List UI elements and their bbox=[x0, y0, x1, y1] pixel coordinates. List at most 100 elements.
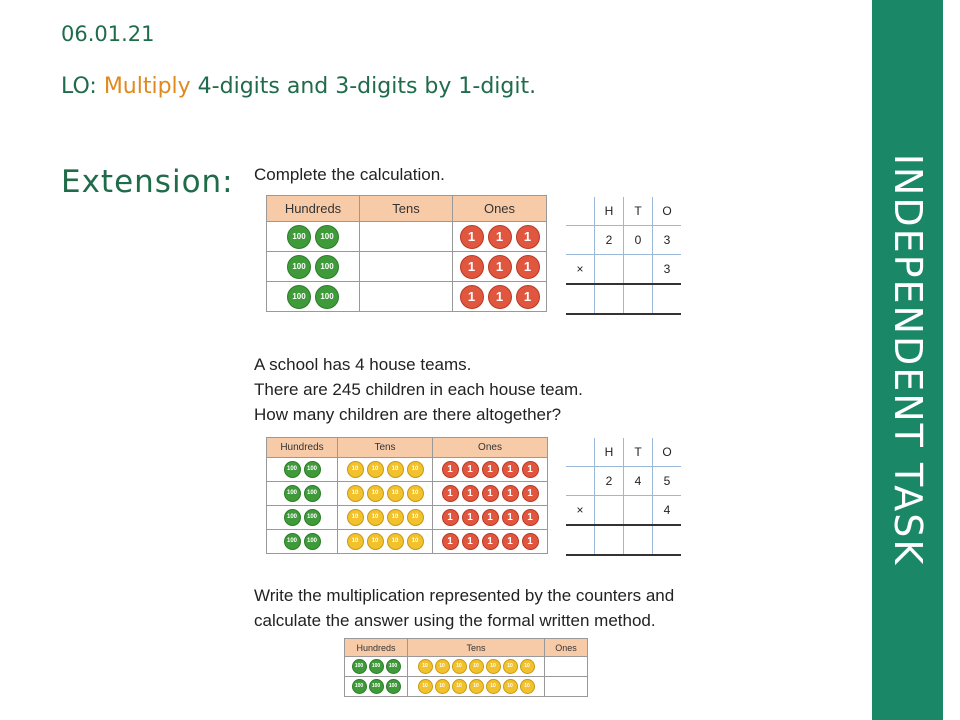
grid-cell bbox=[566, 466, 595, 496]
ones-counter: 1 bbox=[459, 224, 484, 249]
hundreds-counter: 100 bbox=[303, 532, 321, 550]
grid-header-h: H bbox=[594, 438, 624, 467]
q3-header-tens: Tens bbox=[407, 638, 545, 657]
ones-counter: 1 bbox=[501, 460, 519, 478]
grid-answer-cell[interactable] bbox=[594, 524, 624, 556]
grid-answer-cell[interactable] bbox=[623, 524, 653, 556]
ones-counter: 1 bbox=[459, 284, 484, 309]
tens-counter: 10 bbox=[366, 460, 384, 478]
lesson-date: 06.01.21 bbox=[61, 22, 155, 46]
hundreds-counter: 100 bbox=[385, 658, 401, 674]
grid-answer-cell[interactable] bbox=[566, 524, 595, 556]
grid-header-h: H bbox=[594, 197, 624, 226]
hundreds-counter: 100 bbox=[351, 658, 367, 674]
hundreds-counter: 100 bbox=[315, 284, 339, 309]
hundreds-counter: 100 bbox=[287, 284, 311, 309]
place-value-cell bbox=[544, 676, 588, 697]
q1-instruction: Complete the calculation. bbox=[254, 165, 445, 184]
ones-counter: 1 bbox=[487, 254, 512, 279]
grid-answer-cell[interactable] bbox=[623, 283, 653, 315]
tens-counter: 10 bbox=[366, 532, 384, 550]
grid-cell bbox=[623, 495, 653, 526]
hundreds-counter: 100 bbox=[368, 678, 384, 694]
place-value-cell bbox=[544, 656, 588, 677]
grid-cell bbox=[566, 197, 595, 226]
ones-counter: 1 bbox=[481, 460, 499, 478]
hundreds-counter: 100 bbox=[385, 678, 401, 694]
ones-counter: 1 bbox=[521, 532, 539, 550]
grid-header-o: O bbox=[652, 438, 681, 467]
tens-counter: 10 bbox=[485, 658, 501, 674]
grid-answer-cell[interactable] bbox=[566, 283, 595, 315]
tens-counter: 10 bbox=[406, 484, 424, 502]
place-value-cell bbox=[359, 221, 453, 252]
place-value-cell bbox=[359, 281, 453, 312]
tens-counter: 10 bbox=[386, 460, 404, 478]
tens-counter: 10 bbox=[417, 678, 433, 694]
q3-header-hundreds: Hundreds bbox=[344, 638, 408, 657]
hundreds-counter: 100 bbox=[368, 658, 384, 674]
tens-counter: 10 bbox=[406, 460, 424, 478]
ones-counter: 1 bbox=[461, 532, 479, 550]
sidebar-title: INDEPENDENT TASK bbox=[885, 153, 930, 567]
grid-digit: 3 bbox=[652, 225, 681, 255]
tens-counter: 10 bbox=[519, 658, 535, 674]
tens-counter: 10 bbox=[434, 678, 450, 694]
grid-digit: 2 bbox=[594, 225, 624, 255]
q1-written-method-grid: H T O 2 0 3 × 3 bbox=[566, 197, 681, 315]
grid-digit: 2 bbox=[594, 466, 624, 496]
q1-header-tens: Tens bbox=[359, 195, 453, 222]
tens-counter: 10 bbox=[485, 678, 501, 694]
q2-header-hundreds: Hundreds bbox=[266, 437, 338, 458]
hundreds-counter: 100 bbox=[283, 508, 301, 526]
grid-answer-cell[interactable] bbox=[594, 283, 624, 315]
lo-rest: 4-digits and 3-digits by 1-digit. bbox=[190, 74, 537, 99]
tens-counter: 10 bbox=[346, 484, 364, 502]
hundreds-counter: 100 bbox=[283, 460, 301, 478]
ones-counter: 1 bbox=[501, 484, 519, 502]
grid-answer-cell[interactable] bbox=[652, 283, 681, 315]
lo-prefix: LO: bbox=[61, 74, 104, 99]
grid-answer-cell[interactable] bbox=[652, 524, 681, 556]
ones-counter: 1 bbox=[521, 460, 539, 478]
q1-header-hundreds: Hundreds bbox=[266, 195, 360, 222]
q3-instruction: Write the multiplication represented by … bbox=[254, 583, 674, 633]
q1-header-ones: Ones bbox=[452, 195, 547, 222]
tens-counter: 10 bbox=[366, 484, 384, 502]
tens-counter: 10 bbox=[386, 484, 404, 502]
ones-counter: 1 bbox=[441, 532, 459, 550]
tens-counter: 10 bbox=[519, 678, 535, 694]
ones-counter: 1 bbox=[441, 484, 459, 502]
hundreds-counter: 100 bbox=[287, 224, 311, 249]
ones-counter: 1 bbox=[501, 508, 519, 526]
grid-header-o: O bbox=[652, 197, 681, 226]
ones-counter: 1 bbox=[441, 460, 459, 478]
q2-line-1: A school has 4 house teams. bbox=[254, 355, 472, 374]
tens-counter: 10 bbox=[468, 658, 484, 674]
q2-word-problem: A school has 4 house teams. There are 24… bbox=[254, 352, 583, 427]
tens-counter: 10 bbox=[468, 678, 484, 694]
extension-heading: Extension: bbox=[61, 164, 234, 200]
grid-cell bbox=[594, 495, 624, 526]
